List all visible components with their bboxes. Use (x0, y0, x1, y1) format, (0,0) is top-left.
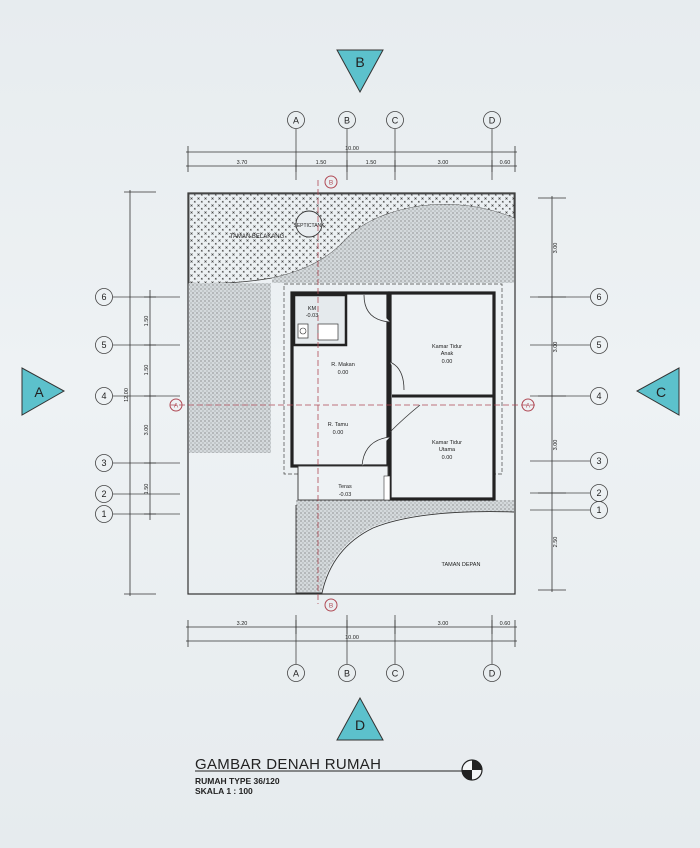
front-garden-curve (295, 505, 515, 594)
site-boundary (187, 192, 516, 595)
drawing-subtitle: RUMAH TYPE 36/120 (195, 776, 280, 786)
grid-row-label-5: 5 (101, 340, 106, 350)
dim-left-total: 12.00 (124, 388, 130, 402)
grid-rows-right (530, 288, 608, 519)
room-makan-label: R. Makan (331, 362, 355, 368)
septictank-symbol (295, 210, 323, 238)
grid-col-label-c: C (392, 116, 399, 126)
grid-col-label-c-bottom: C (392, 669, 399, 679)
grid-row-label-6: 6 (101, 292, 106, 302)
grid-row-label-1: 1 (101, 509, 106, 519)
side-paving (189, 283, 271, 453)
grid-row-label-6-right: 6 (596, 292, 601, 302)
section-line (170, 180, 535, 604)
drawing-title: GAMBAR DENAH RUMAH (195, 756, 382, 773)
grid-row-label-1-right: 1 (596, 505, 601, 515)
dim-right-part: 3.00 (553, 440, 559, 451)
grid-col-label-a: A (293, 116, 299, 126)
elevation-marker-top: B (336, 49, 384, 94)
dim-left-part: 1.50 (144, 484, 150, 495)
dim-right-part: 3.00 (553, 243, 559, 254)
dim-top-part: 3.70 (237, 160, 248, 166)
section-marker-label: A (526, 403, 531, 410)
room-km-level: -0.03 (306, 313, 319, 319)
grid-col-label-d: D (489, 116, 496, 126)
elevation-marker-left: A (21, 367, 66, 416)
dimension-bottom (186, 620, 517, 647)
elevation-label-bottom: D (355, 717, 365, 733)
dim-right-part: 2.50 (553, 537, 559, 548)
dimension-left (124, 190, 156, 596)
dim-left-part: 1.50 (144, 316, 150, 327)
grid-row-label-2-right: 2 (596, 488, 601, 498)
back-paving (272, 204, 514, 283)
grid-row-label-3-right: 3 (596, 456, 601, 466)
section-marker-label: A (174, 403, 179, 410)
grid-row-label-4: 4 (101, 391, 106, 401)
elevation-label-right: C (656, 384, 666, 400)
room-makan-level: 0.00 (338, 370, 349, 376)
back-garden-label: TAMAN BELAKANG (230, 234, 285, 240)
dim-right-part: 3.00 (553, 342, 559, 353)
room-km-label: KM (308, 306, 317, 312)
grid-row-label-4-right: 4 (596, 391, 601, 401)
elevation-label-left: A (34, 384, 44, 400)
dim-left-part: 3.00 (144, 425, 150, 436)
section-marker-label: B (329, 180, 333, 187)
dimension-top (186, 146, 517, 172)
room-anak-label-2: Anak (441, 351, 454, 357)
grid-col-label-d-bottom: D (489, 669, 496, 679)
room-utama-label-1: Kamar Tidur (432, 440, 462, 446)
front-garden-label: TAMAN DEPAN (442, 562, 481, 568)
dim-bottom-part: 0.60 (500, 621, 511, 627)
septictank-label: SEPTICTANK (293, 223, 325, 229)
room-utama-label-2: Utama (439, 447, 456, 453)
grid-row-label-3: 3 (101, 458, 106, 468)
room-teras-level: -0.03 (339, 492, 352, 498)
grid-col-label-a-bottom: A (293, 669, 299, 679)
dim-top-part: 0.60 (500, 160, 511, 166)
grid-columns-bottom (287, 615, 501, 682)
elevation-marker-right: C (635, 367, 680, 416)
grid-rows-left (95, 288, 180, 523)
room-teras-label: Teras (338, 484, 352, 490)
dim-top-total: 10.00 (345, 146, 359, 152)
title-block: GAMBAR DENAH RUMAH RUMAH TYPE 36/120 SKA… (195, 756, 381, 796)
room-anak-level: 0.00 (442, 359, 453, 365)
grid-col-label-b: B (344, 116, 350, 126)
drawing-scale: SKALA 1 : 100 (195, 786, 253, 796)
dimension-right (538, 196, 566, 592)
section-marker-label: B (329, 603, 333, 610)
dim-top-part: 3.00 (438, 160, 449, 166)
dim-top-part: 1.50 (316, 160, 327, 166)
grid-row-label-2: 2 (101, 489, 106, 499)
section-markers (169, 175, 535, 612)
room-utama-level: 0.00 (442, 455, 453, 461)
room-tamu-level: 0.00 (333, 430, 344, 436)
dim-top-part: 1.50 (366, 160, 377, 166)
elevation-marker-bottom: D (336, 696, 384, 741)
front-paving (296, 500, 514, 593)
room-tamu-label: R. Tamu (328, 422, 348, 428)
dim-bottom-total: 10.00 (345, 635, 359, 641)
dim-bottom-part: 3.20 (237, 621, 248, 627)
grid-col-label-b-bottom: B (344, 669, 350, 679)
grid-row-label-5-right: 5 (596, 340, 601, 350)
dim-bottom-part: 3.00 (438, 621, 449, 627)
north-symbol (461, 759, 483, 781)
elevation-label-top: B (355, 54, 364, 70)
room-anak-label-1: Kamar Tidur (432, 344, 462, 350)
house-walls (283, 283, 503, 501)
dim-left-part: 1.50 (144, 365, 150, 376)
